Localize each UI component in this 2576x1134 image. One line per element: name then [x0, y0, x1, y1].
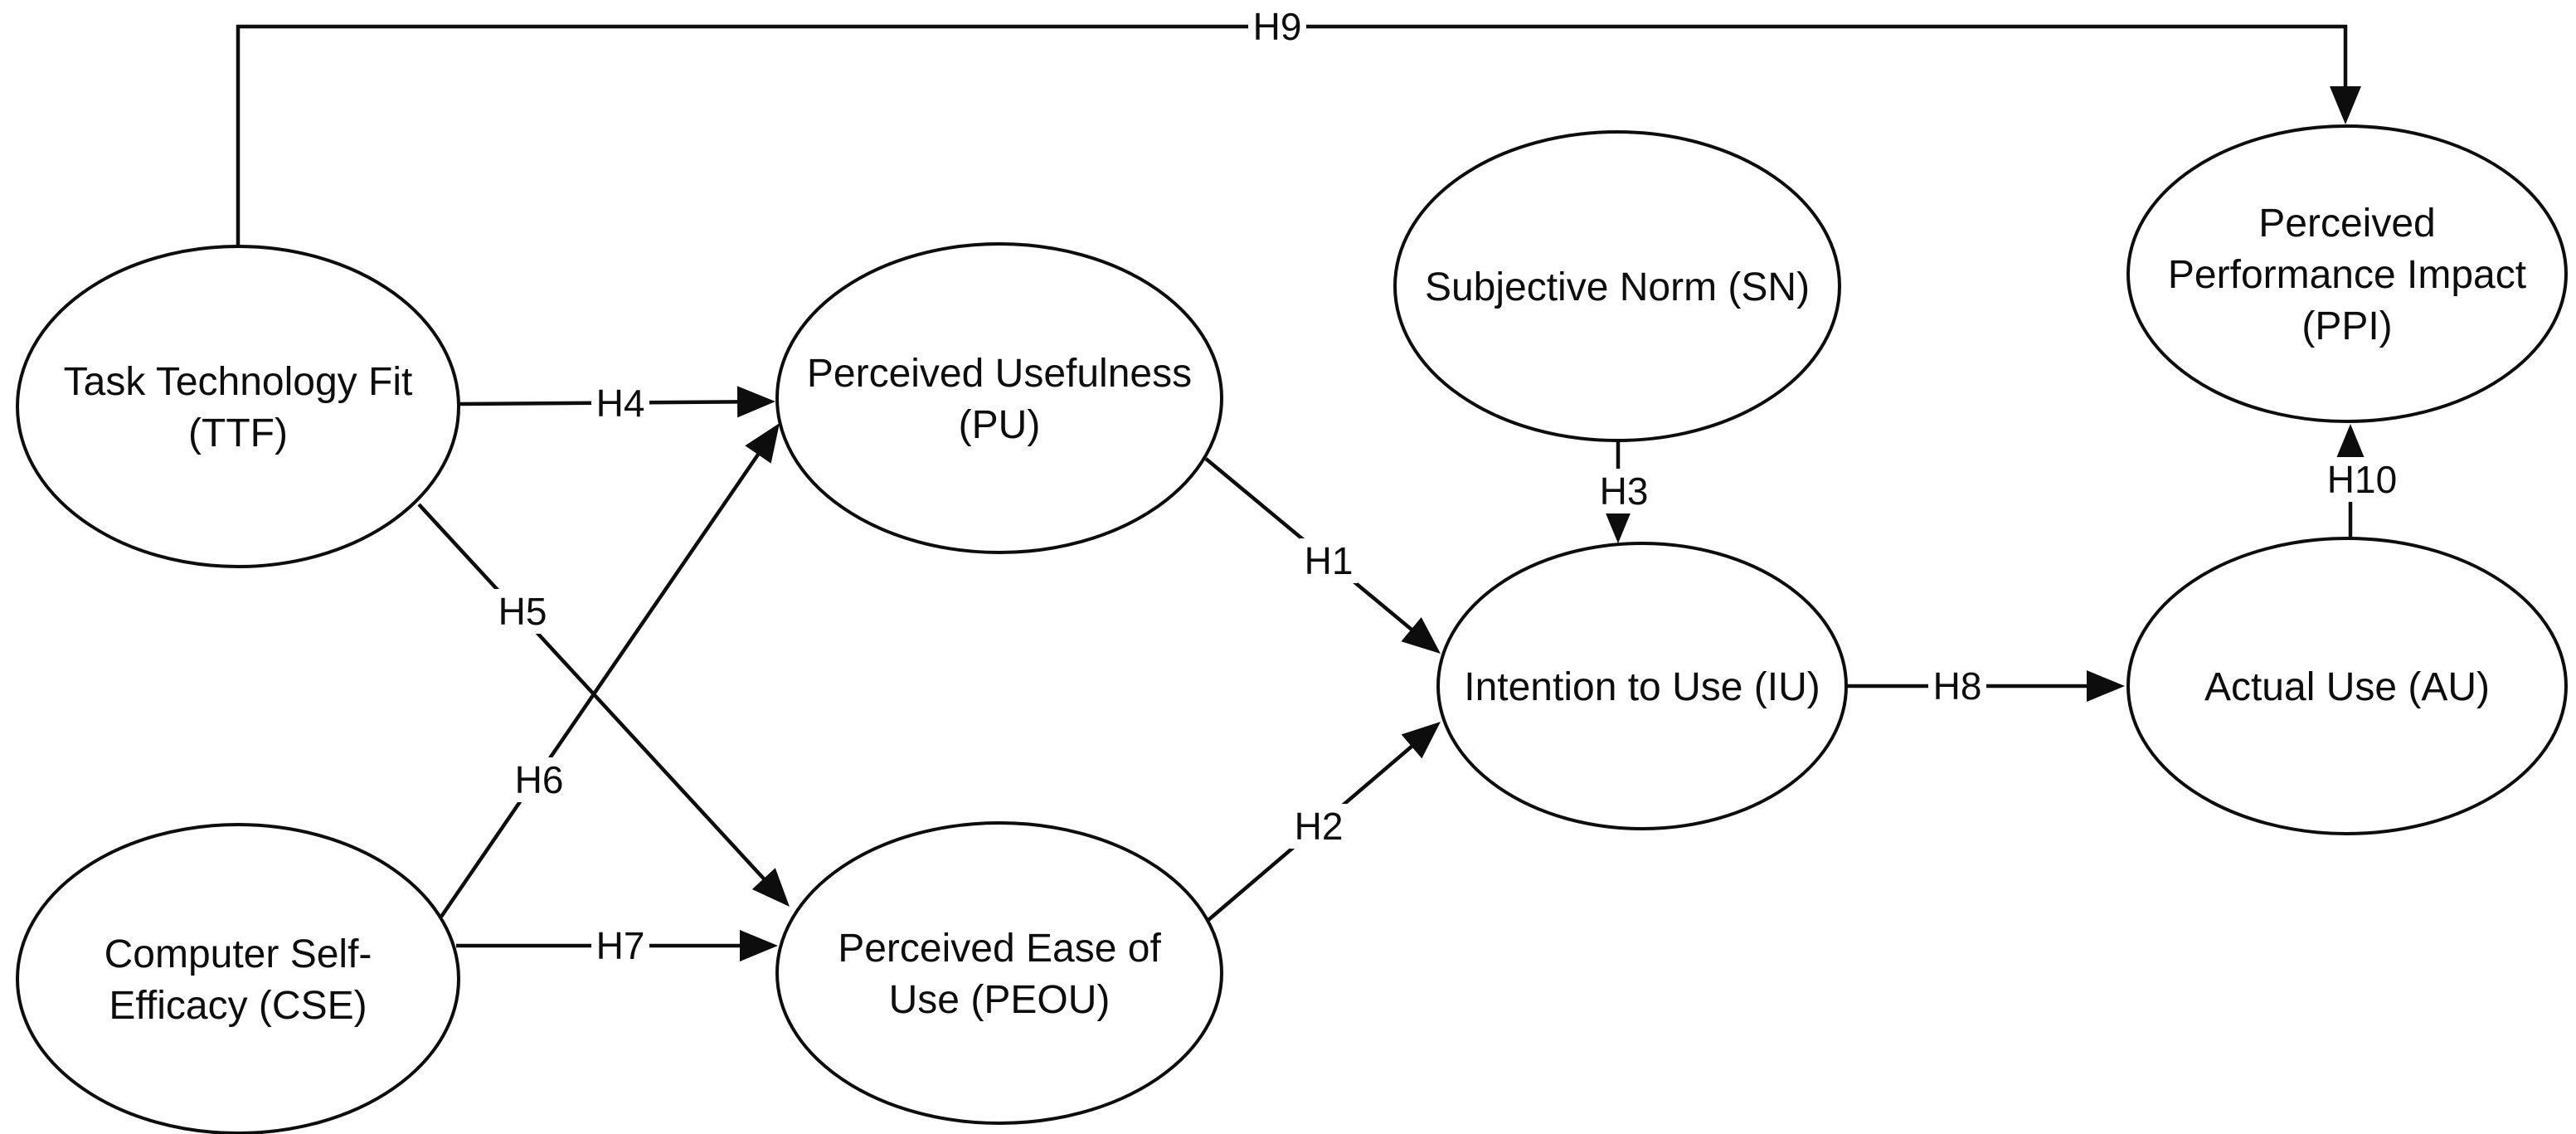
edge-h8: H8: [1846, 664, 2125, 708]
h8-label: H8: [1933, 664, 1982, 708]
h1-label: H1: [1305, 539, 1354, 582]
au-ellipse: [2126, 537, 2568, 835]
h6-label-bg: [510, 757, 568, 802]
h6-arrowhead-icon: [745, 423, 780, 464]
h4-arrowhead-icon: [736, 386, 775, 418]
cse-label-line-0: Computer Self-: [104, 932, 372, 976]
h2-label-bg: [1290, 804, 1348, 849]
ttf-label-line-0: Task Technology Fit: [64, 360, 413, 404]
pu-ellipse: [775, 242, 1223, 554]
h2-arrowhead-icon: [1401, 722, 1441, 759]
node-ttf: Task Technology Fit (TTF): [16, 245, 460, 568]
h5-line: [417, 503, 768, 883]
h4-label-bg: [591, 381, 649, 426]
ttf-label: Task Technology Fit (TTF): [64, 360, 413, 455]
node-cse: Computer Self- Efficacy (CSE): [16, 823, 460, 1134]
peou-label-line-0: Perceived Ease of: [838, 927, 1161, 971]
ppi-label-line-2: (PPI): [2301, 304, 2392, 348]
au-label-line-0: Actual Use (AU): [2204, 665, 2490, 709]
node-au: Actual Use (AU): [2126, 537, 2568, 835]
h9-label: H9: [1253, 5, 1302, 48]
pu-label-line-0: Perceived Usefulness: [807, 352, 1192, 396]
cse-label: Computer Self- Efficacy (CSE): [104, 932, 372, 1028]
h2-label: H2: [1295, 805, 1344, 848]
h6-label: H6: [515, 758, 564, 801]
h5-label: H5: [498, 590, 547, 633]
h8-arrowhead-icon: [2087, 670, 2125, 702]
edge-h10: H10: [2322, 424, 2402, 538]
edge-h4: H4: [457, 381, 775, 426]
h9-arrowhead-icon: [2330, 86, 2361, 124]
edge-h9: H9: [236, 4, 2361, 246]
h10-arrowhead-icon: [2335, 424, 2366, 462]
sn-label-line-0: Subjective Norm (SN): [1425, 265, 1810, 309]
cse-label-line-1: Efficacy (CSE): [109, 984, 367, 1028]
h7-label: H7: [596, 924, 645, 967]
ppi-ellipse: [2126, 124, 2568, 423]
ppi-label-line-1: Performance Impact: [2168, 253, 2526, 297]
h7-label-bg: [591, 923, 649, 968]
h3-arrowhead-icon: [1602, 505, 1634, 543]
au-label: Actual Use (AU): [2204, 665, 2490, 709]
h7-arrowhead-icon: [740, 930, 778, 961]
h5-label-bg: [493, 589, 552, 634]
h6-line: [440, 450, 762, 918]
pu-label-line-1: (PU): [959, 403, 1041, 447]
peou-ellipse: [775, 821, 1223, 1125]
ttf-label-line-1: (TTF): [188, 411, 288, 455]
iu-label: Intention to Use (IU): [1464, 665, 1820, 709]
h10-label: H10: [2327, 458, 2397, 501]
h5-arrowhead-icon: [751, 868, 790, 907]
sn-label: Subjective Norm (SN): [1425, 265, 1810, 309]
pu-label: Perceived Usefulness (PU): [807, 352, 1192, 447]
ppi-label-line-0: Perceived: [2258, 202, 2435, 246]
h10-label-bg: [2322, 457, 2402, 502]
ttf-ellipse: [16, 245, 460, 568]
h3-label: H3: [1600, 470, 1649, 513]
peou-label-line-1: Use (PEOU): [889, 978, 1111, 1022]
cse-ellipse: [16, 823, 460, 1134]
edge-h6: H6: [440, 423, 780, 918]
edge-h2: H2: [1207, 722, 1441, 922]
h8-label-bg: [1928, 664, 1986, 708]
edge-h7: H7: [456, 923, 778, 968]
node-sn: Subjective Norm (SN): [1393, 130, 1841, 442]
sn-ellipse: [1393, 130, 1841, 442]
h4-label: H4: [596, 382, 645, 425]
node-pu: Perceived Usefulness (PU): [775, 242, 1223, 554]
h3-label-bg: [1595, 469, 1653, 513]
node-peou: Perceived Ease of Use (PEOU): [775, 821, 1223, 1125]
edge-h3: H3: [1595, 441, 1653, 543]
peou-label: Perceived Ease of Use (PEOU): [838, 927, 1161, 1022]
edge-h1: H1: [1204, 457, 1441, 654]
node-iu: Intention to Use (IU): [1436, 542, 1848, 830]
edge-h5: H5: [417, 503, 790, 907]
h1-arrowhead-icon: [1401, 616, 1441, 654]
h9-label-bg: [1248, 4, 1306, 49]
iu-label-line-0: Intention to Use (IU): [1464, 665, 1820, 709]
h1-label-bg: [1300, 538, 1358, 583]
